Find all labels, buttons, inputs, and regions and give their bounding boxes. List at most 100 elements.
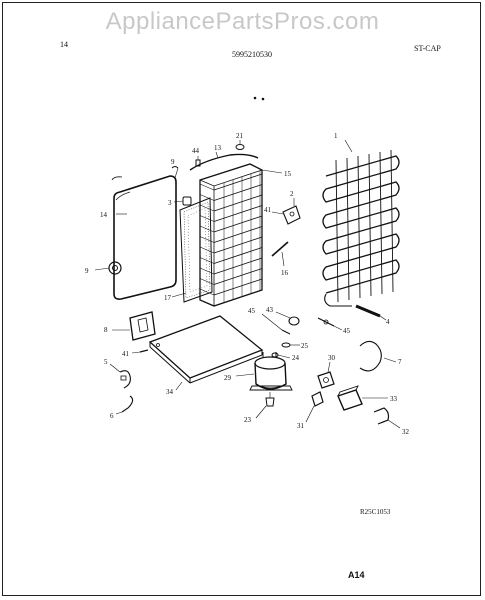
door-top-hinge [171,166,179,179]
callout-14: 14 [100,211,108,219]
condenser-wire [390,149,394,293]
door-panel [111,175,177,300]
rack-rung [213,278,263,296]
callout-21: 21 [236,132,244,140]
mounting-bracket [112,311,156,341]
rack-rung [213,236,263,254]
callout-30: 30 [328,354,336,362]
condenser-serpentine [322,155,400,294]
page-number: 14 [60,40,68,49]
capacitor [337,385,388,411]
condenser-wire [368,153,372,297]
callout-33: 33 [390,395,398,403]
callout-7: 7 [398,358,402,366]
evaporator-rack [199,163,283,307]
rack-rung [213,184,263,201]
fitting-44 [195,156,201,167]
rack-rung-side [199,288,215,296]
capacitor-strap [373,407,401,429]
callout-25: 25 [301,342,309,350]
callout-44: 44 [192,147,200,155]
rack-rung-side [199,194,215,201]
fitting-43 [275,311,300,326]
base-plate [148,315,264,391]
rack-rung [213,205,263,222]
compressor [235,352,293,391]
wire-harness [109,363,134,415]
filter-drier [355,304,387,321]
overload [305,391,324,423]
callout-8: 8 [104,326,108,334]
callout-6: 6 [110,412,114,420]
rack-rung [213,247,263,264]
rack-rung-side [199,236,215,243]
callout-32: 32 [402,428,410,436]
callout-45-left: 45 [248,307,256,315]
callout-29: 29 [224,374,232,382]
clip-41-lower [131,349,149,354]
callout-16: 16 [281,269,289,277]
clip-3 [173,196,192,206]
condenser-wire [357,155,361,299]
rack-rung-side [199,246,215,254]
mounting-bolt [255,392,275,419]
callout-17: 17 [164,294,172,302]
condenser-outlet [324,293,352,307]
rack-rung [213,226,263,243]
capillary-tube [271,241,289,267]
rack-rung-side [199,278,215,285]
grommet-25 [281,342,300,348]
callout-labels: 1 2 3 4 5 6 7 8 9 9 13 14 15 16 17 21 23… [85,132,410,436]
thermostat-bracket [271,198,301,225]
reference-code: R25C1053 [360,508,391,516]
tube-fitting-45-right [317,317,343,331]
rack-rung-side [199,183,215,191]
section-code: ST-CAP [414,44,441,53]
callout-5: 5 [104,358,108,366]
condenser-coil [322,139,400,307]
rack-rung [213,215,263,233]
condenser-wire [335,159,339,303]
mark-dot [261,97,265,101]
callout-41-lower: 41 [122,350,130,358]
rack-rung [213,257,263,275]
callout-23: 23 [244,416,252,424]
insulation-panel [171,197,213,303]
rack-rung-side [199,257,215,264]
callout-1: 1 [334,132,338,140]
part-number: 5995210530 [232,50,272,59]
sheet-border [2,2,481,596]
callout-34: 34 [166,388,174,396]
callout-15: 15 [284,170,292,178]
callout-41-upper: 41 [264,206,272,214]
rack-rung-side [199,215,215,222]
fitting-21 [235,140,245,150]
rack-rung-side [199,267,215,275]
rack-rung-side [199,225,215,233]
callout-3: 3 [168,199,172,207]
page-code: A14 [348,570,365,580]
callout-31: 31 [297,422,305,430]
relay [317,361,335,389]
callout-2: 2 [290,190,294,198]
callout-13: 13 [214,144,222,152]
rack-rung [213,173,263,191]
rack-rung-side [199,204,215,212]
condenser-wire [379,151,383,295]
callout-9-hinge: 9 [171,158,175,166]
condenser-wire [346,157,350,301]
callout-4: 4 [386,318,390,326]
callout-45-right: 45 [343,327,351,335]
watermark: AppliancePartsPros.com [105,8,380,35]
door-handle [94,261,122,275]
fitting-45-left [261,313,291,335]
mark-dot [253,96,257,100]
callout-24: 24 [292,354,300,362]
callout-43: 43 [266,306,274,314]
power-cord [359,340,397,372]
rack-rung [213,268,263,285]
callout-9-handle: 9 [85,267,89,275]
rack-rung [213,194,263,212]
